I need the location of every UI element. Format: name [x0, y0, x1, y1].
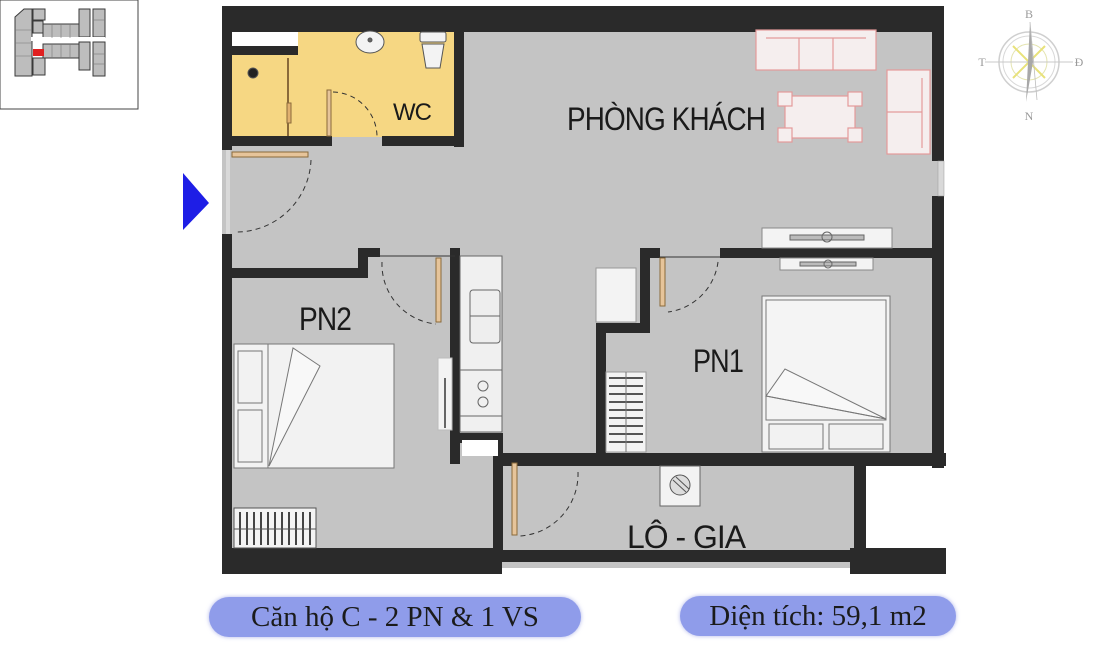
bed-pn2: [233, 343, 395, 469]
shoe-rack: [605, 371, 647, 453]
pn1-door: [659, 256, 720, 313]
entry-arrow-icon: [183, 173, 209, 230]
fridge: [595, 267, 637, 323]
compass-east: Đ: [1075, 55, 1084, 69]
compass-south: N: [1025, 109, 1034, 123]
washing-machine: [659, 465, 701, 507]
compass-north: B: [1025, 7, 1033, 21]
entry-door: [231, 151, 312, 233]
walls: [222, 6, 946, 574]
kitchen-counter: [380, 255, 503, 456]
key-plan: [0, 0, 139, 110]
apartment-type-badge: Căn hộ C - 2 PN & 1 VS: [209, 597, 581, 637]
wc-fixtures: [247, 30, 447, 137]
sofa-set: [755, 29, 931, 155]
radiator-pn2: [233, 507, 317, 549]
tv-cabinet: [761, 227, 893, 271]
loggia-door: [511, 462, 579, 537]
highlighted-unit: [33, 49, 44, 56]
compass-icon: [985, 21, 1073, 102]
bed-pn1: [761, 295, 891, 453]
area-badge: Diện tích: 59,1 m2: [680, 596, 956, 636]
